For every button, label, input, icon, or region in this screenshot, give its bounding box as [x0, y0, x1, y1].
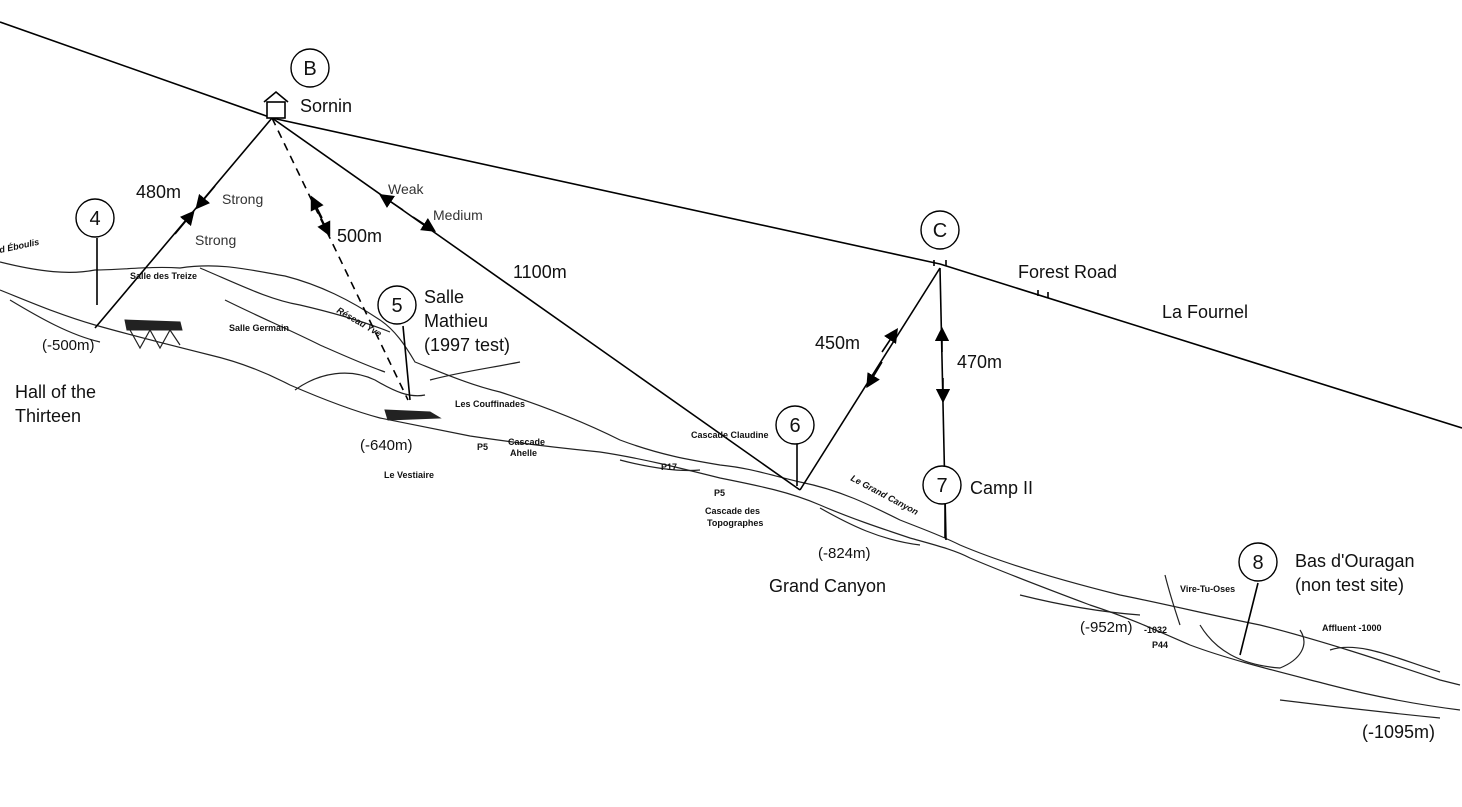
forest-road-marker — [933, 260, 947, 266]
cave-ouragan-chamber — [1199, 624, 1305, 669]
link-c-6-arrow-a — [881, 328, 898, 353]
station-6-label: 6 — [789, 415, 800, 437]
station-8-circle — [1238, 542, 1278, 582]
station-8-pointer — [1239, 582, 1259, 656]
salle-mathieu-line3: (1997 test) — [424, 335, 510, 355]
label-topographes-1: Cascade des — [705, 506, 760, 516]
station-c-circle — [920, 210, 960, 250]
label-cascade-claudine: Cascade Claudine — [691, 430, 769, 440]
depth-952: (-952m) — [1080, 619, 1133, 636]
cave-branch-passage — [429, 361, 521, 381]
depth-824: (-824m) — [818, 545, 871, 562]
label-salle-treize: Salle des Treize — [130, 271, 197, 281]
station-4-circle — [75, 198, 115, 238]
label-reseau-yve: Réseau Yve — [335, 305, 383, 339]
strength-b4-1: Strong — [222, 191, 263, 207]
label-cascade-ahelle-1: Cascade — [508, 437, 545, 447]
cave-middle-passage — [224, 299, 386, 373]
cave-treize-fill — [124, 319, 183, 331]
cave-bottom-detail — [1279, 699, 1441, 719]
link-c-6-arrow-b — [866, 361, 883, 389]
label-affluent: Affluent -1000 — [1322, 623, 1382, 633]
label-p44: P44 — [1152, 640, 1168, 650]
link-b-5-arrow-b — [317, 211, 331, 237]
station-4-label: 4 — [89, 208, 100, 230]
station-b-circle — [290, 48, 330, 88]
depth-500: (-500m) — [42, 337, 95, 354]
grand-canyon-label: Grand Canyon — [769, 576, 886, 596]
depth-1095: (-1095m) — [1362, 722, 1435, 742]
link-c-6 — [799, 267, 941, 491]
label-couffinades: Les Couffinades — [455, 399, 525, 409]
camp-ii-label: Camp II — [970, 478, 1033, 498]
cave-upper-passage — [199, 267, 391, 333]
link-b-6-arrow-b — [412, 216, 437, 232]
cave-lower-detail — [1019, 594, 1141, 616]
station-7-circle — [922, 465, 962, 505]
station-5-pointer — [402, 325, 411, 401]
label-topographes-2: Topographes — [707, 518, 763, 528]
bas-ouragan-line2: (non test site) — [1295, 575, 1404, 595]
cave-affluent-detail — [1329, 646, 1441, 673]
forest-road-label: Forest Road — [1018, 262, 1117, 282]
bas-ouragan-line1: Bas d'Ouragan — [1295, 551, 1415, 571]
station-6-circle — [775, 405, 815, 445]
fournel-marker — [1037, 290, 1049, 298]
strength-b6-1: Weak — [388, 181, 425, 197]
label-p5-b: P5 — [714, 488, 725, 498]
link-b-5 — [271, 117, 409, 401]
cave-profile-upper — [0, 261, 1461, 686]
label-p5-a: P5 — [477, 442, 488, 452]
surface-line — [0, 21, 1462, 429]
cave-vire-detail — [1164, 574, 1181, 626]
station-8-label: 8 — [1252, 552, 1263, 574]
link-b-6 — [271, 117, 801, 491]
distance-450: 450m — [815, 333, 860, 353]
label-eboulis: d Éboulis — [0, 237, 40, 255]
salle-mathieu-line1: Salle — [424, 287, 464, 307]
station-7-label: 7 — [936, 475, 947, 497]
hall-thirteen-line2: Thirteen — [15, 406, 81, 426]
link-b-4-arrow-b — [174, 210, 195, 235]
la-fournel-label: La Fournel — [1162, 302, 1248, 322]
cave-loop-passage — [294, 372, 426, 397]
label-1032: -1032 — [1144, 625, 1167, 635]
depth-640: (-640m) — [360, 437, 413, 454]
station-5-circle — [377, 285, 417, 325]
label-le-grand-canyon: Le Grand Canyon — [849, 473, 920, 517]
station-c-label: C — [933, 220, 947, 242]
label-vire-tu-oses: Vire-Tu-Oses — [1180, 584, 1235, 594]
sornin-label: Sornin — [300, 96, 352, 116]
cave-vestiaire-fill — [384, 409, 442, 421]
distance-500: 500m — [337, 226, 382, 246]
salle-mathieu-line2: Mathieu — [424, 311, 488, 331]
link-b-4-arrow-a — [195, 185, 216, 210]
hall-thirteen-line1: Hall of the — [15, 382, 96, 402]
cave-floor-detail — [9, 299, 101, 343]
cave-p17-detail — [619, 459, 701, 472]
house-icon — [263, 90, 289, 119]
station-5-label: 5 — [391, 295, 402, 317]
label-cascade-ahelle-2: Ahelle — [510, 448, 537, 458]
strength-b6-2: Medium — [433, 207, 483, 223]
cave-profile-lower — [0, 289, 1461, 711]
distance-480: 480m — [136, 182, 181, 202]
label-vestiaire: Le Vestiaire — [384, 470, 434, 480]
cave-canyon-detail — [819, 507, 921, 546]
link-b-6-arrow-a — [379, 194, 404, 211]
station-b-label: B — [303, 58, 316, 80]
link-b-5-arrow-a — [310, 195, 324, 219]
label-salle-germain: Salle Germain — [229, 323, 289, 333]
strength-b4-2: Strong — [195, 232, 236, 248]
label-p17: P17 — [661, 462, 677, 472]
cave-treize-detail — [129, 328, 181, 350]
distance-470: 470m — [957, 352, 1002, 372]
distance-1100: 1100m — [513, 262, 567, 282]
